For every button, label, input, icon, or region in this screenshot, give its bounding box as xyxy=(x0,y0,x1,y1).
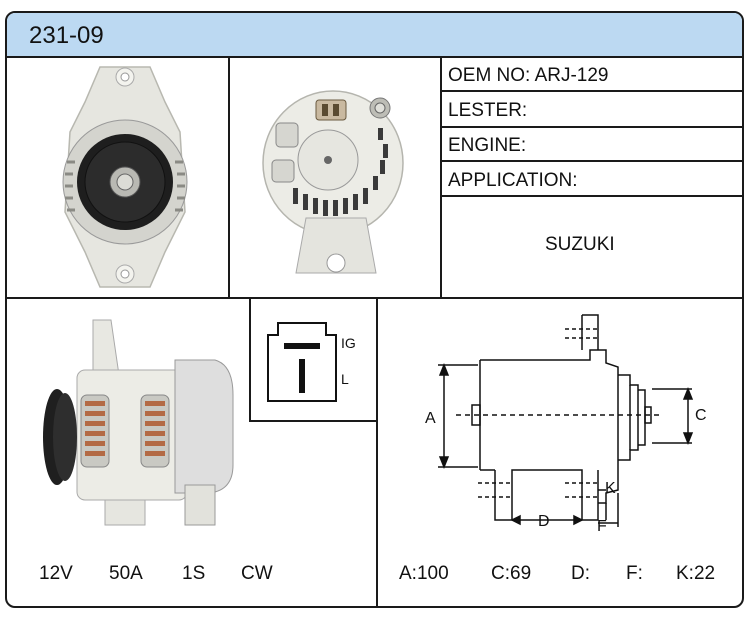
alternator-front-view xyxy=(62,66,188,288)
pulley-groove: 1S xyxy=(182,563,206,584)
amperage-rating: 50A xyxy=(109,563,143,584)
dim-value-f: F: xyxy=(626,563,643,584)
spec-row-line-3 xyxy=(441,160,743,162)
pin-l-label: L xyxy=(341,371,349,387)
dimension-drawing xyxy=(438,314,694,527)
divider-top-1 xyxy=(228,56,230,298)
alternator-side-view xyxy=(43,319,234,526)
application-value: SUZUKI xyxy=(545,234,615,255)
dim-value-c: C:69 xyxy=(491,563,532,584)
dim-label-a: A xyxy=(425,410,436,427)
divider-bottom xyxy=(376,298,378,608)
pin-ig-label: IG xyxy=(341,335,356,351)
dim-value-a: A:100 xyxy=(399,563,449,584)
spec-row-line-2 xyxy=(441,126,743,128)
connector-box xyxy=(249,298,376,422)
dim-label-k: K xyxy=(605,480,616,497)
voltage-rating: 12V xyxy=(39,563,73,584)
divider-middle xyxy=(6,297,743,299)
application-label: APPLICATION: xyxy=(448,170,578,191)
oem-number: OEM NO: ARJ-129 xyxy=(448,65,609,86)
rotation-direction: CW xyxy=(241,563,273,584)
dim-label-c: C xyxy=(695,407,707,424)
dim-label-d: D xyxy=(538,513,550,530)
divider-top-2 xyxy=(440,56,442,298)
spec-row-line-4 xyxy=(441,195,743,197)
lester-label: LESTER: xyxy=(448,100,528,121)
dim-value-k: K:22 xyxy=(676,563,716,584)
alternator-rear-view xyxy=(262,90,404,274)
connector-plug-icon xyxy=(267,322,337,402)
part-number-title: 231-09 xyxy=(29,22,104,49)
spec-row-line-1 xyxy=(441,90,743,92)
title-bar: 231-09 xyxy=(7,13,742,58)
engine-label: ENGINE: xyxy=(448,135,527,156)
dim-value-d: D: xyxy=(571,563,590,584)
dim-label-f: F xyxy=(597,518,607,535)
